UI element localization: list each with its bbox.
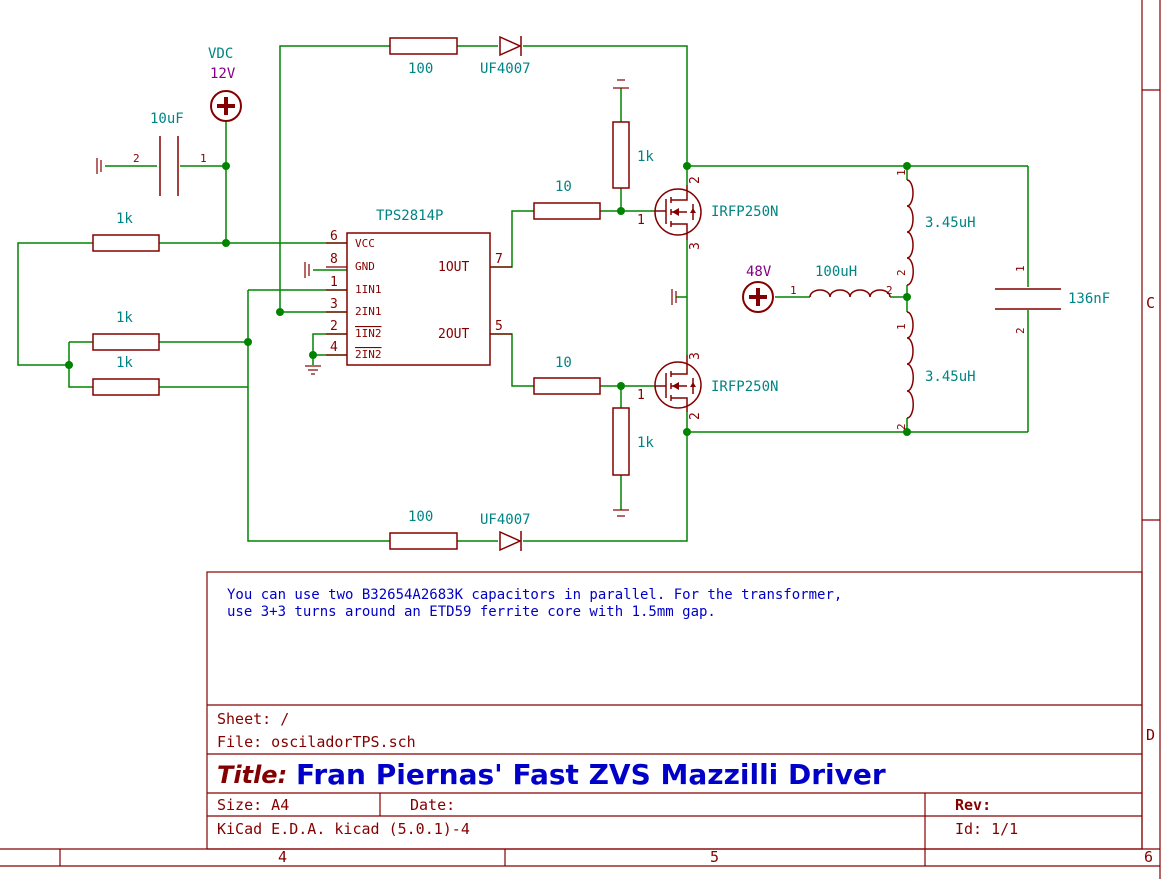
sheet-name: Sheet: /: [217, 710, 289, 728]
ic-pin-label-1out: 1OUT: [438, 260, 469, 275]
l-choke-pin2: 2: [886, 284, 893, 297]
resistor-100-top: 100: [389, 37, 458, 77]
c-in-pin2: 2: [133, 152, 140, 165]
ic-pin-num-7: 7: [495, 252, 503, 267]
sheet-rev: Rev:: [955, 796, 991, 814]
resistor-1k-mid1: 1k: [92, 310, 160, 351]
ic-pin-num-8: 8: [330, 252, 338, 267]
c-res-value: 136nF: [1068, 291, 1110, 307]
sheet-title: Fran Piernas' Fast ZVS Mazzilli Driver: [296, 758, 886, 791]
border-col-5: 5: [710, 848, 719, 866]
mosfet-irfp250n-top: IRFP250N 1 2 3: [637, 176, 778, 250]
resistor-10-gate1: 10: [533, 179, 601, 220]
d-bot-value: UF4007: [480, 512, 531, 528]
resistor-1k-pull-top: 1k: [612, 121, 654, 189]
r-vcc-value: 1k: [116, 211, 133, 227]
sheet-date: Date:: [410, 796, 455, 814]
ic-pin-label-2in2: 2IN2: [355, 348, 382, 361]
inductor-3-45uh-bottom: 3.45uH 1 2: [895, 311, 976, 430]
q1-value: IRFP250N: [711, 204, 778, 220]
r-pull-bot-value: 1k: [637, 435, 654, 451]
vdc-power-symbol: VDC 12V: [208, 46, 242, 122]
note-line-2: use 3+3 turns around an ETD59 ferrite co…: [227, 604, 716, 620]
note-line-1: You can use two B32654A2683K capacitors …: [227, 587, 842, 603]
sheet-tool: KiCad E.D.A. kicad (5.0.1)-4: [217, 820, 470, 838]
q1-pin-d: 2: [688, 176, 703, 184]
ic-pin-label-gnd: GND: [355, 260, 375, 273]
supply-48v-label: 48V: [746, 264, 772, 280]
border-col-6: 6: [1144, 848, 1153, 866]
border-row-d: D: [1146, 726, 1155, 744]
ic-pin-num-4: 4: [330, 340, 338, 355]
q1-pin-g: 1: [637, 213, 645, 228]
capacitor-136nf: 136nF 1 2: [995, 265, 1110, 334]
title-label: Title:: [217, 761, 287, 789]
c-in-value: 10uF: [150, 111, 184, 127]
l-bot-pin2: 2: [895, 423, 908, 430]
ic-tps2814p: TPS2814P 6 8 1 3 2 4 VCC GND 1IN1 2IN1 1…: [326, 208, 512, 366]
ic-pin-num-1: 1: [330, 275, 338, 290]
l-choke-pin1: 1: [790, 284, 797, 297]
l-top-value: 3.45uH: [925, 215, 976, 231]
vdc-name: VDC: [208, 46, 233, 62]
c-in-pin1: 1: [200, 152, 207, 165]
ground-symbols: [96, 79, 677, 517]
resistor-10-gate2: 10: [533, 355, 601, 395]
wires: [17, 45, 1029, 542]
title-block: You can use two B32654A2683K capacitors …: [206, 571, 1143, 850]
ic-pin-label-1in1: 1IN1: [355, 283, 382, 296]
l-bot-value: 3.45uH: [925, 369, 976, 385]
ic-name: TPS2814P: [376, 208, 443, 224]
q2-pin-d: 2: [688, 412, 703, 420]
resistor-1k-pull-bottom: 1k: [612, 407, 654, 476]
inductor-100uh-choke: 100uH 1 2: [790, 264, 893, 298]
diode-uf4007-bottom: UF4007: [480, 512, 531, 552]
resistor-1k-mid2: 1k: [92, 355, 160, 396]
r-g1-value: 10: [555, 179, 572, 195]
border-row-c: C: [1146, 294, 1155, 312]
r-pull-top-value: 1k: [637, 149, 654, 165]
resistor-100-bottom: 100: [389, 509, 458, 550]
r-gate-top-value: 100: [408, 61, 433, 77]
r-mid1-value: 1k: [116, 310, 133, 326]
resistor-1k-vcc: 1k: [92, 211, 160, 252]
r-gate-bot-value: 100: [408, 509, 433, 525]
r-g2-value: 10: [555, 355, 572, 371]
l-top-pin1: 1: [895, 169, 908, 176]
junction-dots: [65, 162, 911, 436]
d-top-value: UF4007: [480, 61, 531, 77]
q1-pin-s: 3: [688, 242, 703, 250]
sheet-file: File: osciladorTPS.sch: [217, 733, 416, 751]
ic-pin-num-3: 3: [330, 297, 338, 312]
ic-pin-num-5: 5: [495, 319, 503, 334]
vdc-value: 12V: [210, 66, 236, 82]
c-res-pin1: 1: [1014, 265, 1027, 272]
l-bot-pin1: 1: [895, 323, 908, 330]
inductor-3-45uh-top: 3.45uH 1 2: [895, 169, 976, 286]
ic-pin-label-2in1: 2IN1: [355, 305, 382, 318]
l-top-pin2: 2: [895, 269, 908, 276]
q2-pin-g: 1: [637, 388, 645, 403]
border-col-4: 4: [278, 848, 287, 866]
sheet-id: Id: 1/1: [955, 820, 1018, 838]
c-res-pin2: 2: [1014, 327, 1027, 334]
ic-pin-label-2out: 2OUT: [438, 327, 469, 342]
q2-pin-s: 3: [688, 352, 703, 360]
q2-value: IRFP250N: [711, 379, 778, 395]
l-choke-value: 100uH: [815, 264, 857, 280]
ic-pin-num-2: 2: [330, 319, 338, 334]
diode-uf4007-top: UF4007: [480, 35, 531, 77]
capacitor-10uf: 10uF 1 2: [133, 111, 207, 196]
mosfet-irfp250n-bottom: IRFP250N 1 3 2: [637, 352, 778, 420]
sheet-size: Size: A4: [217, 796, 289, 814]
ic-pin-label-vcc: VCC: [355, 237, 375, 250]
ic-pin-num-6: 6: [330, 229, 338, 244]
r-mid2-value: 1k: [116, 355, 133, 371]
ic-pin-label-1in2: 1IN2: [355, 327, 382, 340]
supply-48v-symbol: 48V: [742, 264, 774, 313]
